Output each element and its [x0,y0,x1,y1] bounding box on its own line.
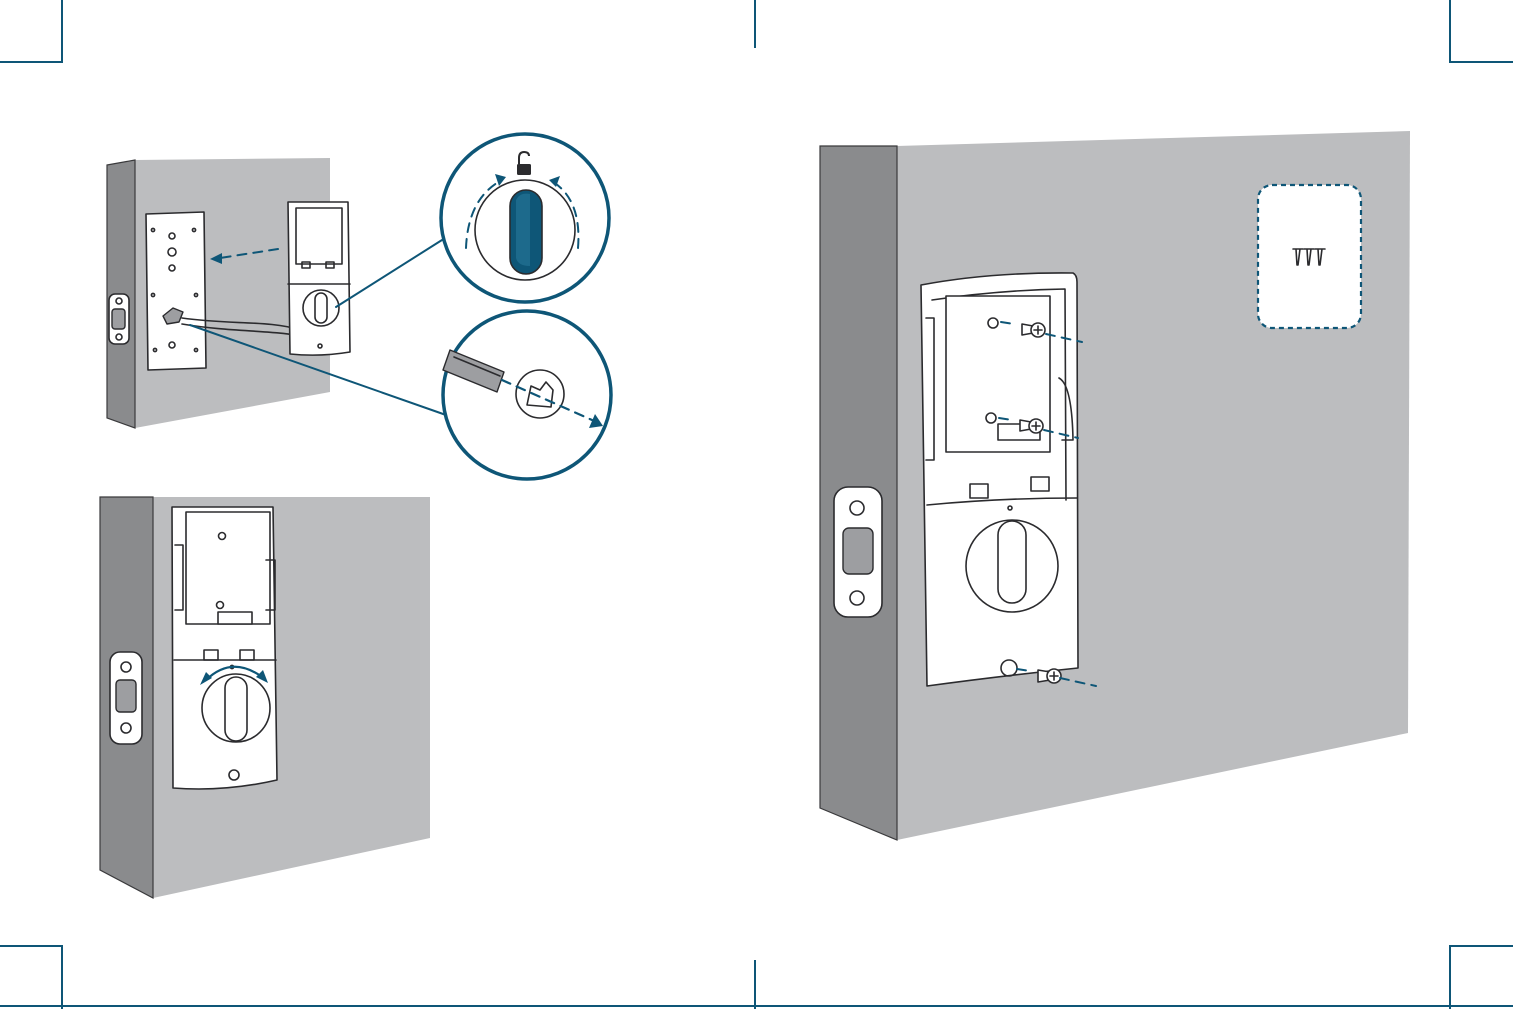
callout-cable-connector [443,311,611,479]
panel-attach-screws [820,131,1410,840]
screw-kit-box [1258,185,1361,328]
panel-turn-thumbturn [100,497,430,898]
mounting-plate [146,212,206,370]
latch-plate [110,652,142,744]
latch-plate [834,487,882,617]
screw-icon [1038,669,1061,683]
latch-plate [109,294,129,344]
screw-icon [1022,323,1045,337]
panel-remove-plate [107,134,611,479]
interior-lock-unit [288,202,350,355]
screw-icon [1020,419,1043,433]
interior-lock-unit [172,507,277,789]
callout-thumbturn-unlock [441,134,609,302]
